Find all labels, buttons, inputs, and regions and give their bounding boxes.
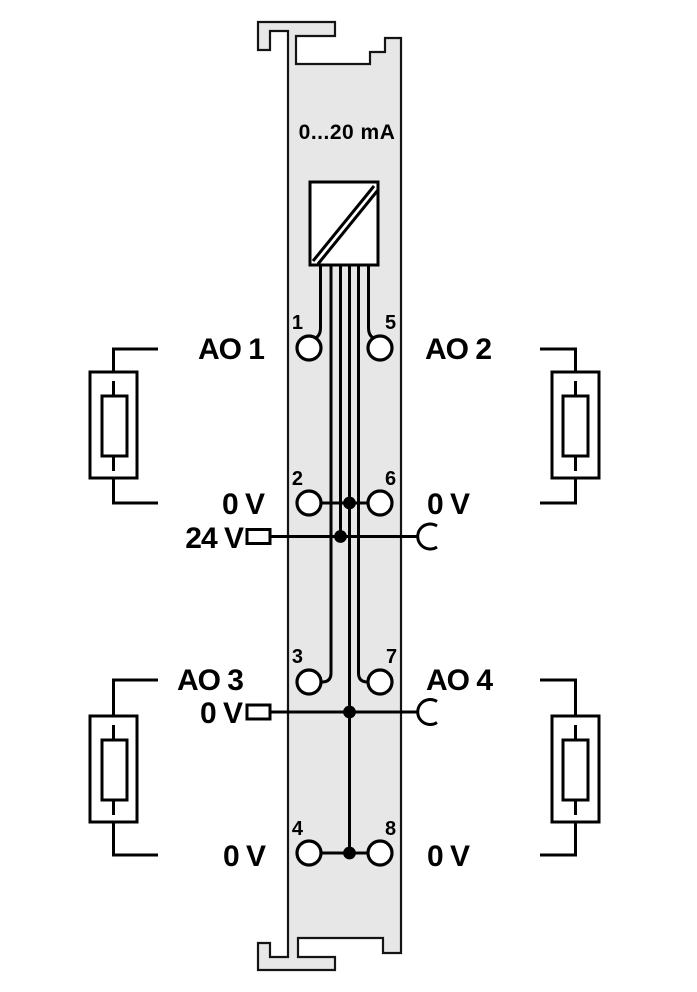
- socket-contact-icon-24v: [416, 522, 438, 551]
- terminal-circle-6: [366, 489, 394, 517]
- terminal-circle-2: [295, 489, 323, 517]
- load-wire-top: [112, 678, 158, 716]
- converter-diagonal-1: [311, 185, 376, 262]
- terminal-number-8: 8: [385, 818, 396, 840]
- label-ao3: AO 3: [177, 664, 243, 697]
- socket-contact-icon-0v: [416, 698, 438, 726]
- load-wire-bottom: [540, 478, 577, 505]
- load-wire-top: [112, 347, 158, 372]
- terminal-number-4: 4: [292, 818, 304, 840]
- terminal-circle-7: [366, 668, 394, 696]
- junction-dot-24v: [334, 530, 347, 543]
- junction-dot-0v: [343, 705, 356, 719]
- label-ao2: AO 2: [425, 333, 491, 366]
- plug-contact-icon-24v: [245, 528, 272, 545]
- terminal-number-2: 2: [292, 468, 303, 490]
- load-icon-bottom-right: [540, 678, 601, 857]
- load-inner-rect: [100, 738, 129, 802]
- terminal-number-6: 6: [385, 468, 396, 490]
- dac-converter-icon: [308, 180, 380, 267]
- load-icon-top-left: [88, 347, 158, 505]
- terminal-number-7: 7: [386, 646, 397, 668]
- junction-dot-row4: [343, 846, 356, 860]
- label-0v-supply: 0 V: [200, 697, 243, 730]
- load-inner-rect: [561, 738, 590, 802]
- label-ao4: AO 4: [426, 664, 493, 697]
- load-wire-top: [540, 347, 577, 372]
- terminal-circle-8: [366, 839, 394, 867]
- module-range-label: 0...20 mA: [299, 121, 396, 144]
- label-24v: 24 V: [185, 522, 244, 555]
- terminal-circle-4: [295, 839, 323, 867]
- label-0v-row4-left: 0 V: [223, 840, 266, 873]
- wire-terminal7: [357, 265, 368, 684]
- load-wire-top: [540, 678, 577, 716]
- converter-diagonal-2: [316, 189, 380, 265]
- label-ao1: AO 1: [198, 333, 264, 366]
- load-wire-bottom: [112, 478, 158, 505]
- load-inner-rect: [561, 394, 590, 458]
- terminal-number-5: 5: [385, 312, 396, 334]
- terminal-number-3: 3: [292, 646, 303, 668]
- junction-dot-row2: [343, 496, 356, 510]
- wire-terminal3: [321, 265, 333, 684]
- load-wire-bottom: [540, 822, 577, 857]
- label-0v-row2-right: 0 V: [427, 488, 470, 521]
- label-0v-row2-left: 0 V: [222, 488, 265, 521]
- load-icon-bottom-left: [88, 678, 158, 857]
- load-wire-bottom: [112, 822, 158, 857]
- terminal-circle-1: [295, 334, 323, 362]
- terminal-circle-3: [295, 668, 323, 696]
- terminal-number-1: 1: [292, 312, 303, 334]
- load-icon-top-right: [540, 347, 601, 505]
- plug-contact-icon-0v: [245, 703, 272, 721]
- label-0v-row4-right: 0 V: [427, 840, 470, 873]
- terminal-circle-5: [366, 334, 394, 362]
- load-inner-rect: [100, 394, 129, 458]
